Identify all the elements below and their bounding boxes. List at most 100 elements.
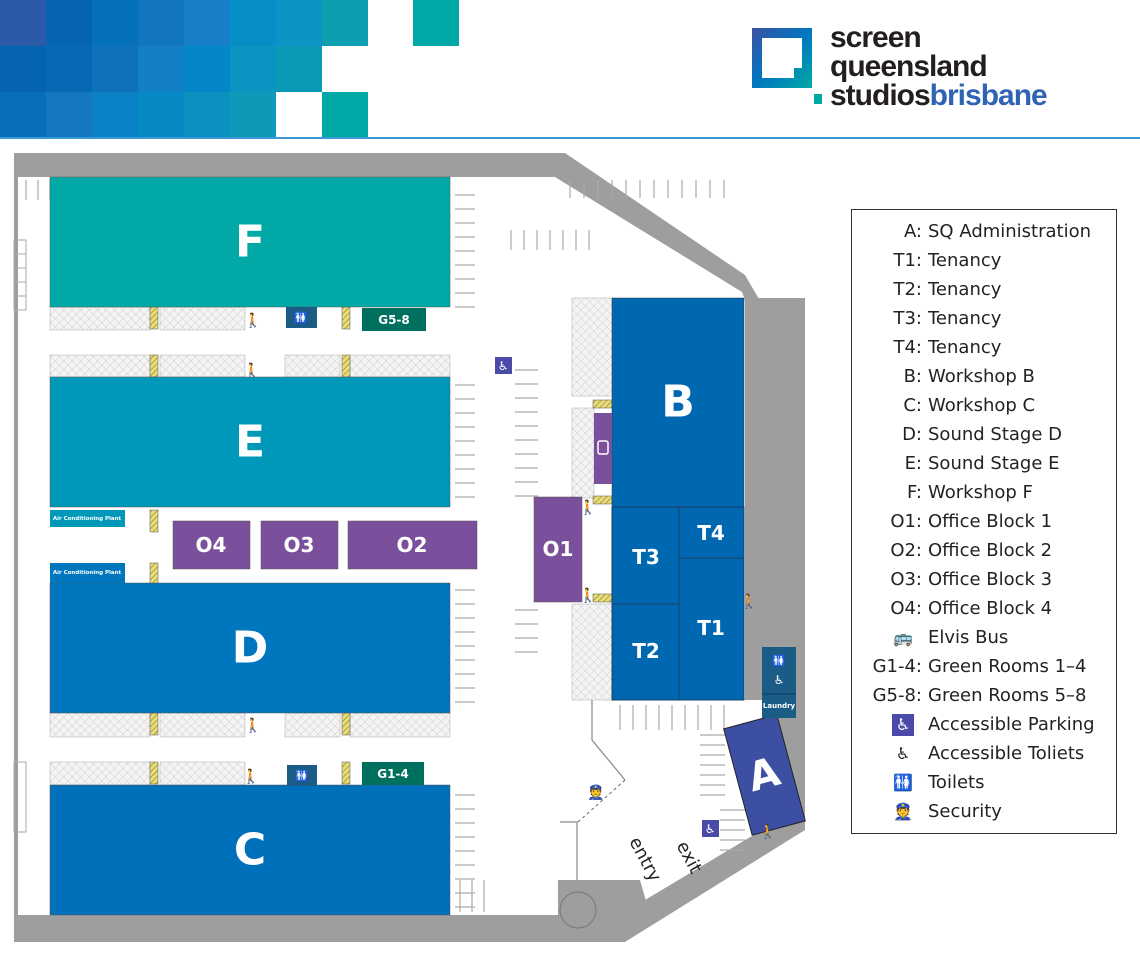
building-B: B: [611, 297, 745, 508]
hatched-area: [284, 712, 341, 738]
toilets-icon: 🚻: [286, 307, 317, 328]
security-icon: 👮: [893, 802, 913, 821]
hatched-area: [159, 712, 246, 738]
green-rooms-1-4: G1-4: [362, 762, 424, 785]
amenities-block: Laundry 🚻♿: [762, 647, 796, 718]
legend-label: Workshop C: [928, 395, 1036, 416]
crossing: [341, 712, 351, 736]
tile: [46, 92, 92, 138]
legend-key: T3:: [893, 308, 922, 329]
legend-item: 🚻 Toilets: [852, 769, 1118, 798]
legend-item: C:Workshop C: [852, 392, 1118, 421]
logo-line-3: studiosbrisbane: [830, 79, 1048, 112]
ac-plant-2: Air Conditioning Plant: [50, 563, 125, 583]
map-label: Air Conditioning Plant: [53, 570, 122, 576]
legend-label: Toilets: [928, 772, 985, 793]
building-O3: O3: [260, 520, 339, 570]
parking-bay: [13, 239, 27, 311]
tile: [230, 46, 276, 92]
legend-label: SQ Administration: [928, 221, 1092, 242]
accessible-parking-icon: ♿: [702, 820, 719, 837]
crossing: [149, 306, 159, 330]
legend-label: Sound Stage D: [928, 424, 1062, 445]
legend-label: Office Block 3: [928, 569, 1053, 590]
building-E: E: [49, 376, 451, 508]
map-label: T1: [697, 616, 725, 640]
logo-line-2: queensland: [830, 50, 988, 83]
map-label: O4: [196, 533, 227, 557]
legend-item: O4:Office Block 4: [852, 595, 1118, 624]
tile: [138, 46, 184, 92]
legend-item: ♿Accessible Toliets: [852, 740, 1118, 769]
accessible-toilet-icon: ♿: [774, 673, 785, 687]
legend-label: Tenancy: [928, 250, 1002, 271]
bus-icon: 🚌: [893, 628, 913, 647]
crossing: [341, 354, 351, 378]
crossing: [149, 712, 159, 736]
map-label: T4: [697, 521, 725, 545]
legend-label: Tenancy: [928, 279, 1002, 300]
right-wall-strip: [745, 298, 805, 508]
parking-bay: [13, 761, 27, 833]
legend-item: G1-4:Green Rooms 1–4: [852, 653, 1118, 682]
legend-item: T4: Tenancy: [852, 334, 1118, 363]
legend-label: Tenancy: [928, 337, 1002, 358]
screen-queensland-logo: screen queensland studiosbrisbane: [752, 23, 1122, 116]
logo-studios: studios: [830, 79, 931, 112]
pedestrian-icon: 🚶: [579, 587, 596, 604]
map-label: Air Conditioning Plant: [53, 516, 122, 522]
pedestrian-icon: 🚶: [244, 312, 261, 329]
tile: [276, 46, 322, 92]
hatched-area: [571, 603, 613, 701]
crossing: [592, 593, 613, 603]
road-edge: [560, 821, 578, 880]
tile: [0, 92, 46, 138]
tile: [138, 0, 184, 46]
green-rooms-5-8: G5-8: [362, 308, 426, 331]
map-label: O2: [397, 533, 428, 557]
crossing: [149, 509, 159, 533]
building-T3: T3: [611, 506, 680, 605]
legend-key: T1:: [893, 250, 922, 271]
bus-stop: [594, 413, 612, 484]
map-label: E: [235, 417, 265, 468]
accessible-parking-icon: ♿: [892, 714, 914, 736]
hatched-area: [159, 354, 246, 378]
building-D: D: [49, 582, 451, 714]
building-O4: O4: [172, 520, 251, 570]
tile: [46, 46, 92, 92]
tile: [92, 0, 138, 46]
map-icon: 🚻: [294, 312, 308, 325]
logo-brisbane: brisbane: [929, 79, 1048, 112]
hatched-areas: [49, 297, 613, 786]
legend-label: Green Rooms 5–8: [928, 685, 1087, 706]
legend-label: Tenancy: [928, 308, 1002, 329]
legend-item: ♿ Accessible Parking: [852, 711, 1118, 740]
legend-key: A:: [903, 221, 922, 242]
toilets-icon: 🚻: [893, 773, 913, 792]
legend-item: T3: Tenancy: [852, 305, 1118, 334]
crossing: [149, 354, 159, 378]
tile: [322, 0, 368, 46]
building-F: F: [49, 176, 451, 308]
legend-label: Office Block 4: [928, 598, 1053, 619]
tile: [184, 46, 230, 92]
hatched-area: [571, 407, 595, 499]
legend-label: Workshop F: [928, 482, 1033, 503]
map-label: G1-4: [377, 767, 409, 781]
legend-key: T4:: [893, 337, 922, 358]
legend-item: B:Workshop B: [852, 363, 1118, 392]
legend-item: D:Sound Stage D: [852, 421, 1118, 450]
legend-label: Accessible Toliets: [928, 743, 1085, 764]
hatched-area: [49, 712, 151, 738]
legend-label: Accessible Parking: [928, 714, 1095, 735]
map-label: D: [232, 623, 269, 674]
pedestrian-icon: 🚶: [740, 593, 757, 610]
exit-label: exit: [672, 838, 706, 877]
road-edge: [591, 700, 626, 781]
legend-key: B:: [903, 366, 922, 387]
crossing: [341, 761, 351, 785]
tile: [184, 0, 230, 46]
ac-plant-1: Air Conditioning Plant: [50, 510, 125, 527]
parking-lines: [13, 180, 745, 912]
